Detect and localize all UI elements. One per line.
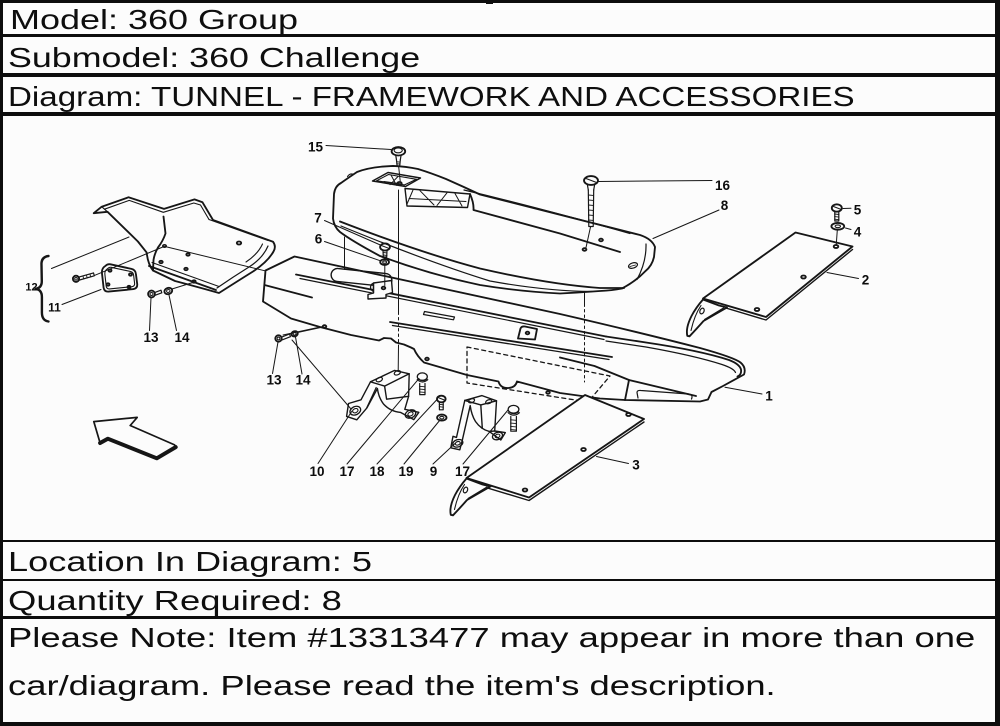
svg-text:6: 6: [315, 232, 323, 247]
svg-text:5: 5: [854, 203, 862, 218]
svg-text:7: 7: [314, 211, 322, 226]
svg-text:8: 8: [721, 198, 729, 213]
svg-text:1: 1: [765, 389, 773, 404]
svg-text:2: 2: [862, 273, 870, 288]
svg-text:19: 19: [398, 464, 413, 479]
svg-text:17: 17: [339, 464, 354, 479]
svg-text:13: 13: [266, 373, 282, 388]
svg-text:16: 16: [715, 178, 731, 193]
svg-text:14: 14: [295, 373, 311, 388]
svg-text:10: 10: [309, 464, 324, 479]
svg-text:12: 12: [25, 282, 37, 294]
svg-text:15: 15: [308, 140, 324, 155]
svg-text:3: 3: [632, 458, 640, 473]
svg-text:17: 17: [455, 464, 470, 479]
svg-text:4: 4: [854, 225, 862, 240]
svg-text:13: 13: [143, 330, 159, 345]
svg-text:18: 18: [369, 464, 385, 479]
svg-text:14: 14: [174, 330, 190, 345]
svg-text:9: 9: [430, 464, 438, 479]
svg-text:11: 11: [48, 301, 61, 315]
